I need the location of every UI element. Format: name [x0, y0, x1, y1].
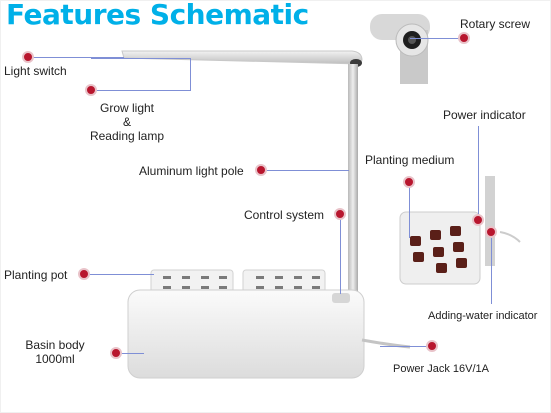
label-grow-light-line2: &	[122, 115, 131, 129]
leader-grow-light-v	[190, 58, 191, 91]
leader-power-indicator	[478, 126, 479, 220]
label-grow-light: Grow light & Reading lamp	[72, 101, 182, 143]
leader-planting-pot	[84, 274, 154, 275]
label-power-indicator: Power indicator	[443, 108, 526, 122]
marker-aluminum-pole	[255, 164, 267, 176]
label-planting-pot: Planting pot	[4, 268, 68, 282]
lamp-arm	[121, 50, 363, 67]
leader-grow-light-h2	[91, 90, 191, 91]
marker-control-system	[334, 208, 346, 220]
label-basin-body-line1: Basin body	[25, 338, 85, 352]
leader-control-system	[340, 214, 341, 294]
label-power-jack: Power Jack 16V/1A	[393, 363, 489, 375]
label-basin-body-line2: 1000ml	[35, 352, 75, 366]
leader-adding-water	[491, 232, 492, 304]
label-rotary-screw: Rotary screw	[460, 17, 531, 31]
marker-rotary-screw	[458, 32, 470, 44]
leader-light-switch	[28, 57, 124, 58]
marker-planting-pot	[78, 268, 90, 280]
leader-planting-medium	[409, 182, 410, 238]
rotary-screw-inset	[366, 6, 440, 86]
label-planting-medium: Planting medium	[365, 153, 455, 167]
marker-planting-medium	[403, 176, 415, 188]
label-basin-body: Basin body 1000ml	[10, 338, 100, 366]
label-aluminum-pole: Aluminum light pole	[139, 164, 244, 178]
marker-grow-light	[85, 84, 97, 96]
page-title: Features Schematic	[6, 0, 309, 31]
label-grow-light-line3: Reading lamp	[89, 129, 165, 143]
leader-aluminum-pole	[261, 170, 349, 171]
label-adding-water: Adding-water indicator	[428, 310, 538, 322]
basin-body	[127, 289, 365, 379]
planting-medium-inset	[398, 170, 522, 290]
label-light-switch: Light switch	[4, 64, 67, 78]
marker-power-indicator	[472, 214, 484, 226]
marker-power-jack	[426, 340, 438, 352]
marker-light-switch	[22, 51, 34, 63]
aluminum-pole	[348, 64, 358, 294]
leader-power-jack	[380, 346, 432, 347]
marker-adding-water	[485, 226, 497, 238]
label-grow-light-line1: Grow light	[99, 101, 155, 115]
label-control-system: Control system	[244, 208, 325, 222]
leader-grow-light	[91, 58, 191, 59]
leader-basin-body	[116, 353, 144, 354]
leader-rotary-screw	[410, 38, 465, 39]
marker-basin-body	[110, 347, 122, 359]
